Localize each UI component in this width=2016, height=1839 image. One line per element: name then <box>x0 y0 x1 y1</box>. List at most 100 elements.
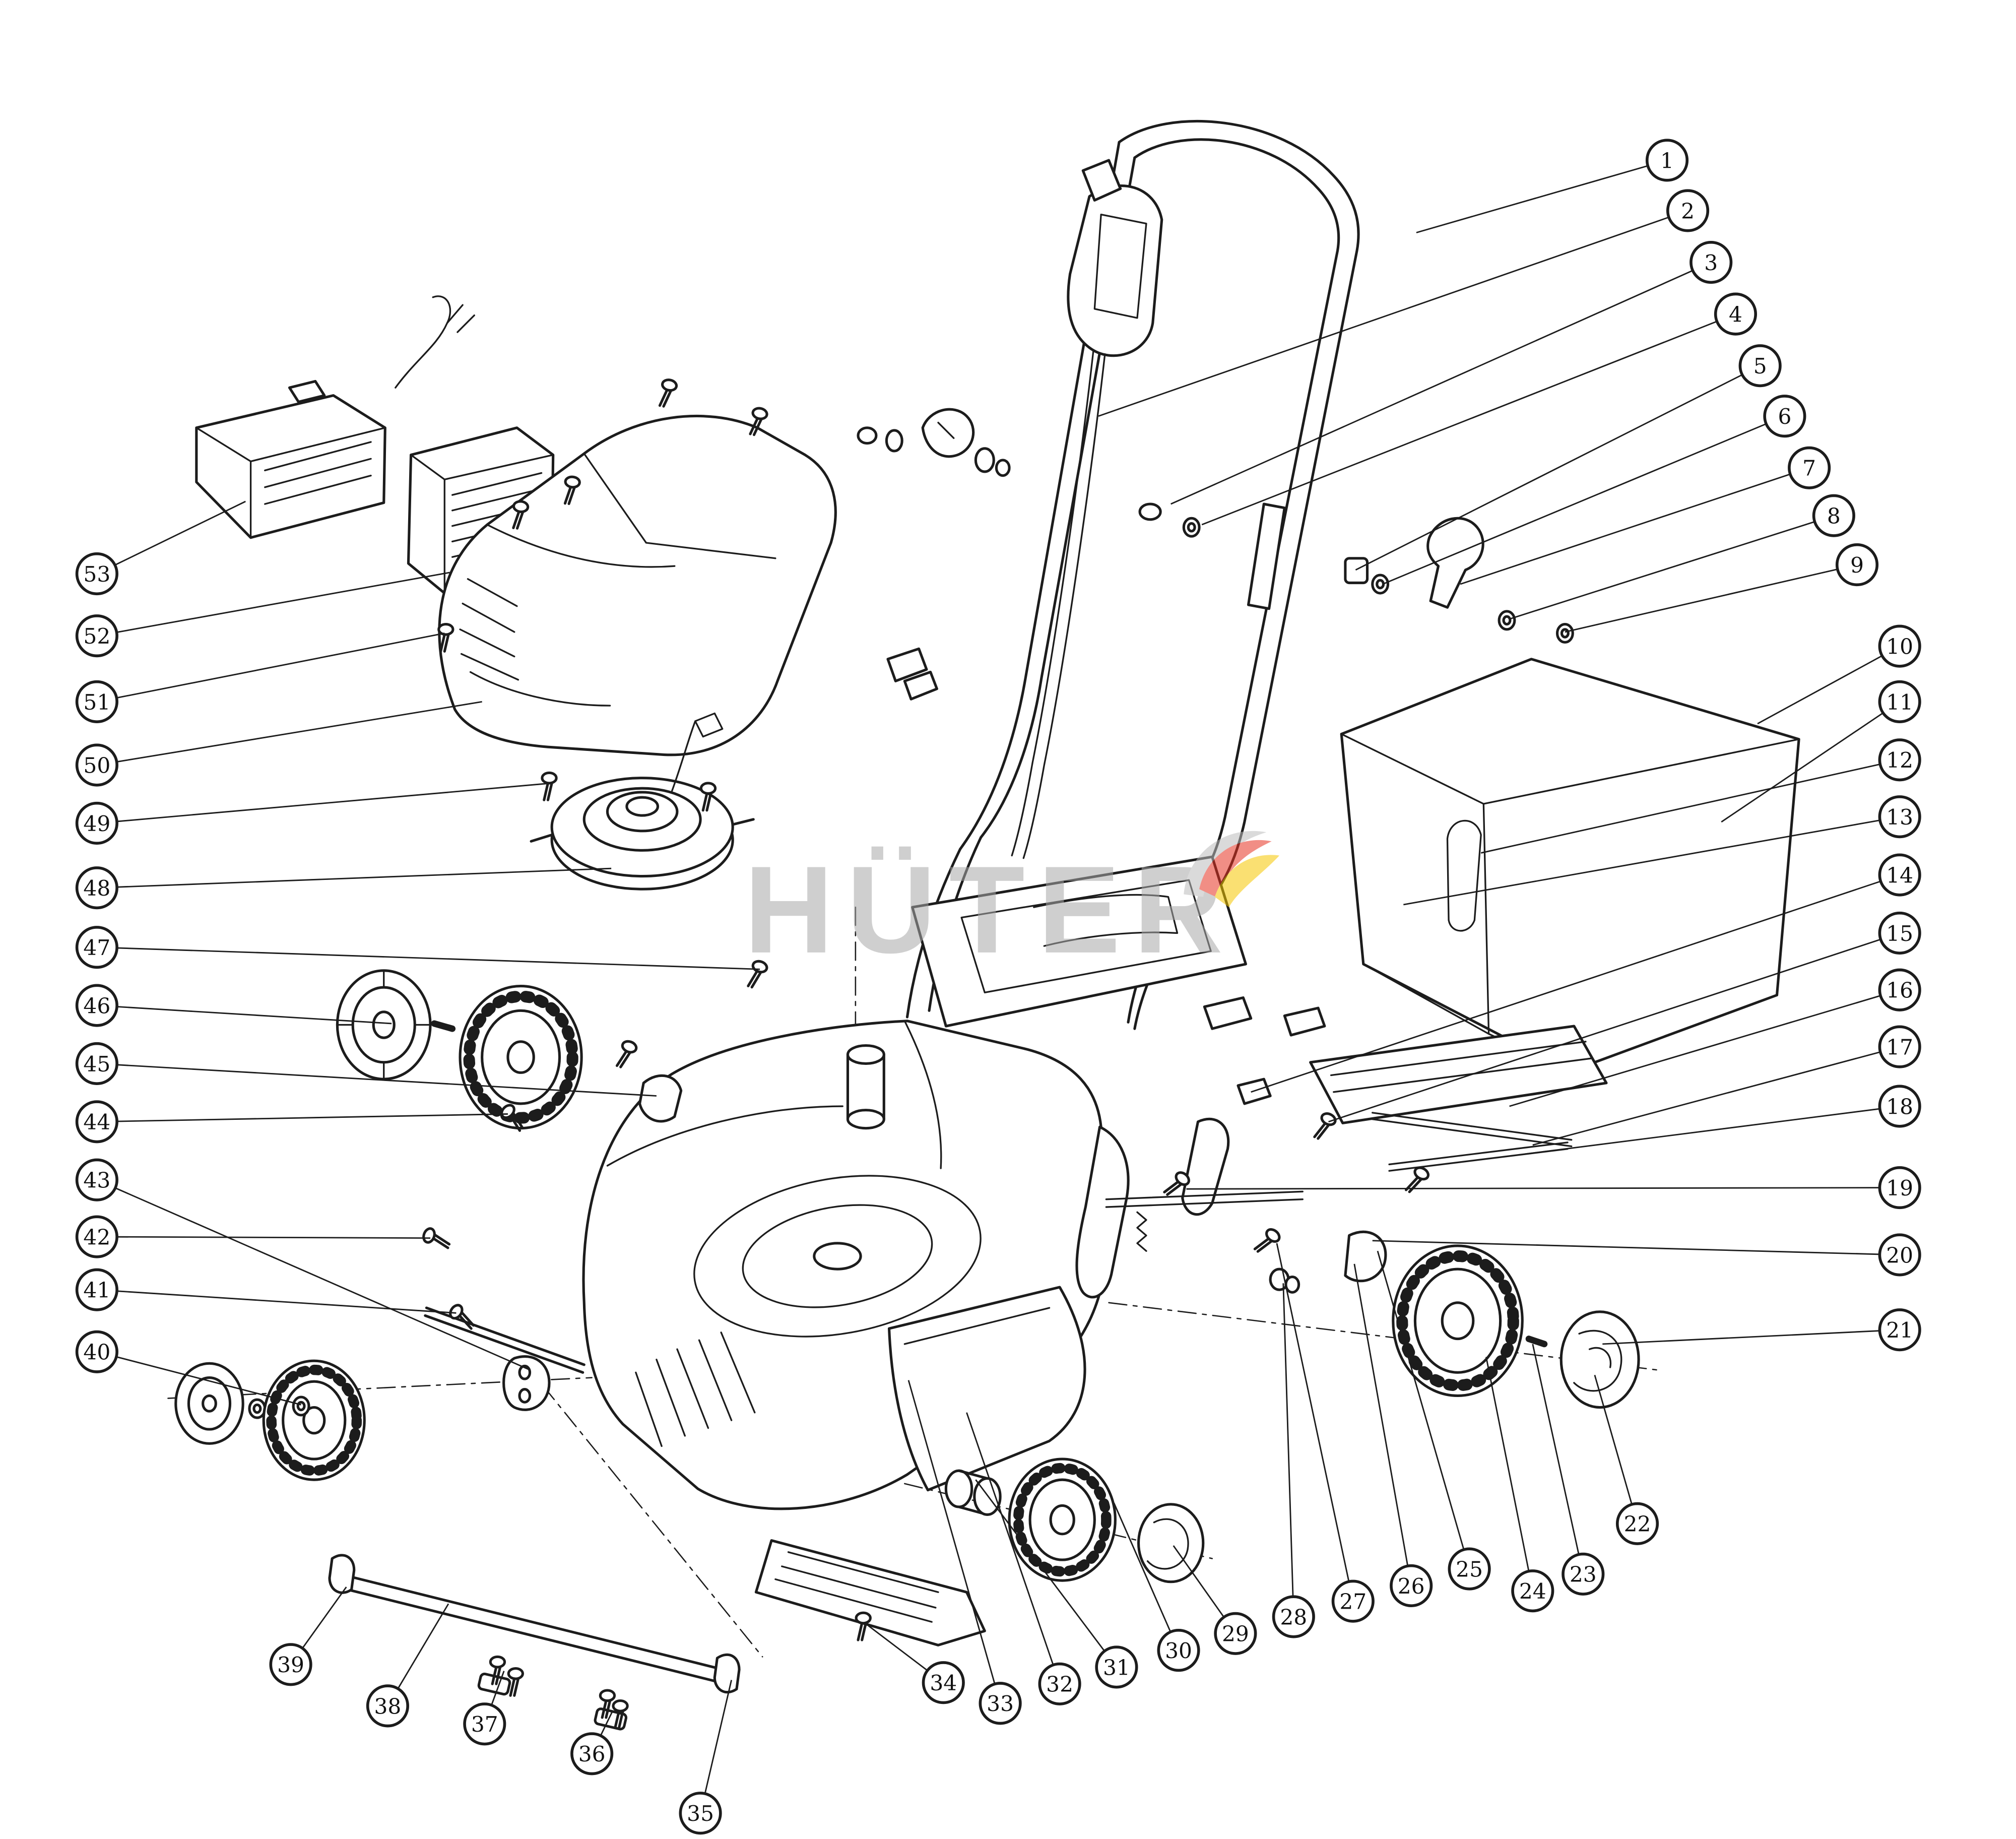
callout-9: 9 <box>1835 543 1879 587</box>
callout-balloon-51 <box>75 680 118 723</box>
callout-10: 10 <box>1878 624 1921 668</box>
callout-19: 19 <box>1878 1166 1921 1210</box>
callout-layer: 1234567891011121314151617181920212223242… <box>75 139 1921 1835</box>
callout-number-48: 48 <box>83 876 110 901</box>
callout-leader-6 <box>1382 415 1785 585</box>
front-tray <box>754 1539 986 1646</box>
bag-frame <box>1309 1025 1608 1148</box>
callout-balloon-18 <box>1878 1085 1921 1128</box>
callout-balloon-53 <box>75 552 118 596</box>
callout-32: 32 <box>1038 1662 1081 1705</box>
callout-number-51: 51 <box>83 690 110 715</box>
callout-balloon-14 <box>1878 853 1921 897</box>
height-lever <box>1075 1125 1130 1299</box>
callout-2: 2 <box>1666 189 1710 232</box>
callout-number-30: 30 <box>1165 1638 1192 1663</box>
callout-50: 50 <box>75 743 118 787</box>
callout-11: 11 <box>1878 680 1921 723</box>
callout-49: 49 <box>75 801 118 845</box>
callout-balloon-52 <box>75 614 118 658</box>
callout-number-25: 25 <box>1456 1557 1483 1581</box>
callout-balloon-27 <box>1331 1579 1375 1623</box>
callout-number-34: 34 <box>930 1671 957 1695</box>
callout-leader-3 <box>1170 262 1712 505</box>
callout-balloon-20 <box>1878 1233 1921 1277</box>
callout-balloon-42 <box>75 1215 118 1258</box>
callout-22: 22 <box>1615 1502 1659 1545</box>
callout-14: 14 <box>1878 853 1921 897</box>
callout-leader-9 <box>1565 564 1857 633</box>
callout-leader-33 <box>907 1380 1001 1704</box>
callout-leader-18 <box>1525 1105 1900 1155</box>
callout-leader-25 <box>1377 1250 1470 1569</box>
rear-right-wheel <box>1392 1244 1640 1409</box>
callout-30: 30 <box>1157 1629 1200 1672</box>
callout-balloon-41 <box>75 1268 118 1311</box>
callout-leader-21 <box>1602 1329 1900 1345</box>
callout-balloon-40 <box>75 1330 118 1373</box>
callout-number-38: 38 <box>374 1694 402 1719</box>
callout-number-35: 35 <box>687 1801 714 1826</box>
callout-48: 48 <box>75 866 118 910</box>
callout-number-1: 1 <box>1660 148 1674 173</box>
callout-leader-50 <box>97 701 482 766</box>
callout-5: 5 <box>1738 344 1782 388</box>
callout-leader-35 <box>699 1680 733 1814</box>
bag-handle-slot <box>1446 819 1482 932</box>
callout-balloon-21 <box>1878 1308 1921 1352</box>
callout-13: 13 <box>1878 795 1921 839</box>
callout-number-16: 16 <box>1886 978 1913 1003</box>
callout-balloon-45 <box>75 1042 118 1085</box>
callout-leader-30 <box>1113 1502 1180 1651</box>
callout-number-44: 44 <box>83 1110 110 1134</box>
callout-12: 12 <box>1878 738 1921 782</box>
callout-number-42: 42 <box>83 1225 110 1249</box>
callout-balloon-48 <box>75 866 118 910</box>
left-wheel-pair <box>336 969 583 1130</box>
callout-number-21: 21 <box>1886 1318 1913 1343</box>
callout-balloon-35 <box>679 1792 722 1835</box>
callout-balloon-15 <box>1878 911 1921 955</box>
callout-number-11: 11 <box>1886 690 1913 715</box>
power-cord-plug <box>395 295 475 389</box>
callout-balloon-17 <box>1878 1025 1921 1068</box>
callout-number-52: 52 <box>83 624 110 649</box>
callout-balloon-5 <box>1738 344 1782 388</box>
brand-watermark: HÜTER <box>744 831 1280 979</box>
callout-36: 36 <box>570 1732 614 1775</box>
callout-number-23: 23 <box>1570 1562 1597 1587</box>
watermark-text: HÜTER <box>744 841 1235 979</box>
callout-leader-13 <box>1403 816 1900 906</box>
callout-15: 15 <box>1878 911 1921 955</box>
callout-21: 21 <box>1878 1308 1921 1352</box>
callout-number-22: 22 <box>1624 1512 1651 1537</box>
callout-leader-44 <box>97 1113 508 1123</box>
callout-number-8: 8 <box>1827 504 1841 529</box>
callout-42: 42 <box>75 1215 118 1258</box>
callout-number-3: 3 <box>1704 250 1718 275</box>
rear-axle <box>1105 1190 1304 1208</box>
callout-number-29: 29 <box>1222 1622 1249 1646</box>
callout-7: 7 <box>1788 446 1831 489</box>
callout-balloon-7 <box>1788 446 1831 489</box>
callout-balloon-13 <box>1878 795 1921 839</box>
callout-18: 18 <box>1878 1085 1921 1128</box>
callout-number-45: 45 <box>83 1052 110 1076</box>
callout-balloon-30 <box>1157 1629 1200 1672</box>
callout-20: 20 <box>1878 1233 1921 1277</box>
bottom-wheel-pair <box>944 1457 1205 1583</box>
callout-leader-17 <box>1532 1046 1900 1146</box>
callout-27: 27 <box>1331 1579 1375 1623</box>
callout-leader-16 <box>1509 989 1900 1107</box>
callout-26: 26 <box>1390 1564 1433 1607</box>
callout-balloon-25 <box>1448 1547 1491 1591</box>
callout-number-24: 24 <box>1519 1579 1546 1604</box>
brand-logo-icon <box>1184 831 1280 908</box>
caster-bracket <box>638 1074 683 1123</box>
callout-leader-14 <box>1251 874 1900 1093</box>
callout-balloon-34 <box>922 1661 965 1704</box>
callout-leader-40 <box>97 1351 301 1406</box>
callout-balloon-12 <box>1878 738 1921 782</box>
callout-number-15: 15 <box>1886 921 1913 946</box>
